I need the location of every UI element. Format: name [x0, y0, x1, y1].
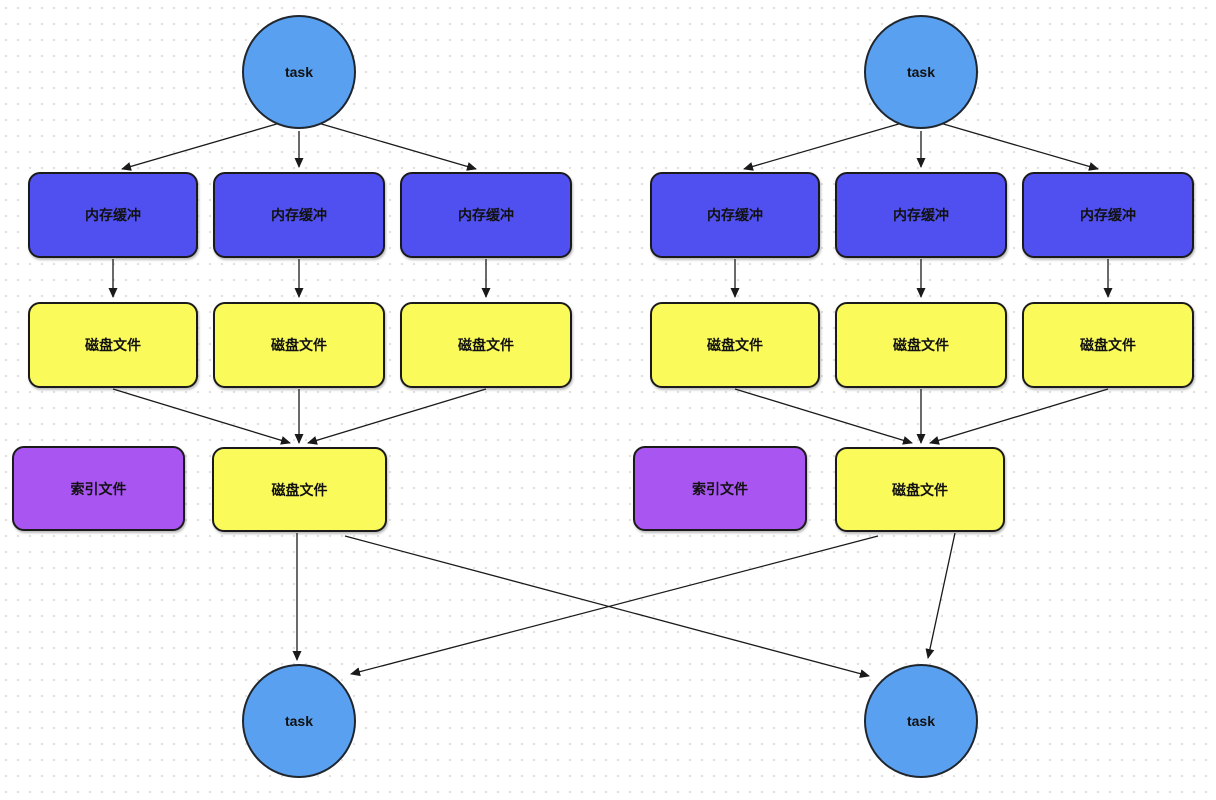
left-disk-file-node-2: 磁盘文件: [213, 302, 385, 388]
left-disk-file-node-1: 磁盘文件: [28, 302, 198, 388]
right-disk-file-node-1: 磁盘文件: [650, 302, 820, 388]
right-merged-disk-file-node: 磁盘文件: [835, 447, 1005, 532]
left-memory-buffer-node-3: 内存缓冲: [400, 172, 572, 258]
arrow: [939, 122, 1099, 171]
left-index-file-label: 索引文件: [70, 480, 127, 497]
right-disk-file-label-1: 磁盘文件: [707, 337, 763, 353]
right-disk-file-node-2: 磁盘文件: [835, 302, 1007, 388]
right-index-file-label: 索引文件: [692, 480, 748, 497]
left-memory-buffer-label-3: 内存缓冲: [458, 207, 514, 223]
right-disk-file-node-3: 磁盘文件: [1022, 302, 1194, 388]
arrow: [350, 535, 879, 677]
right-merged-disk-file-label: 磁盘文件: [892, 481, 948, 498]
arrow: [112, 388, 291, 445]
right-index-file-node: 索引文件: [633, 446, 807, 531]
right-bottom-task-node: task: [864, 664, 978, 778]
left-bottom-task-label: task: [284, 713, 314, 729]
left-top-task-node: task: [242, 15, 356, 129]
right-disk-file-label-2: 磁盘文件: [893, 337, 949, 353]
arrow: [121, 122, 281, 171]
right-memory-buffer-node-2: 内存缓冲: [835, 172, 1007, 258]
arrow: [317, 122, 477, 171]
arrow: [734, 388, 913, 445]
left-merged-disk-file-node: 磁盘文件: [212, 447, 387, 532]
left-disk-file-label-1: 磁盘文件: [85, 337, 141, 353]
left-memory-buffer-node-2: 内存缓冲: [213, 172, 385, 258]
left-top-task-label: task: [284, 64, 314, 80]
left-disk-file-label-2: 磁盘文件: [271, 337, 327, 353]
right-memory-buffer-node-1: 内存缓冲: [650, 172, 820, 258]
arrow: [307, 388, 487, 445]
right-top-task-node: task: [864, 15, 978, 129]
arrow: [743, 122, 903, 171]
right-memory-buffer-node-3: 内存缓冲: [1022, 172, 1194, 258]
left-bottom-task-node: task: [242, 664, 356, 778]
left-disk-file-label-3: 磁盘文件: [458, 337, 514, 353]
left-index-file-node: 索引文件: [12, 446, 185, 531]
left-disk-file-node-3: 磁盘文件: [400, 302, 572, 388]
arrow: [925, 532, 956, 659]
arrow: [929, 388, 1109, 445]
arrow: [344, 535, 870, 679]
left-memory-buffer-label-1: 内存缓冲: [85, 207, 141, 223]
right-memory-buffer-label-3: 内存缓冲: [1080, 207, 1136, 223]
right-memory-buffer-label-1: 内存缓冲: [707, 207, 763, 223]
right-top-task-label: task: [906, 64, 936, 80]
right-bottom-task-label: task: [906, 713, 936, 729]
left-merged-disk-file-label: 磁盘文件: [271, 481, 328, 498]
right-disk-file-label-3: 磁盘文件: [1080, 337, 1136, 353]
left-memory-buffer-label-2: 内存缓冲: [271, 207, 327, 223]
left-memory-buffer-node-1: 内存缓冲: [28, 172, 198, 258]
right-memory-buffer-label-2: 内存缓冲: [893, 207, 949, 223]
